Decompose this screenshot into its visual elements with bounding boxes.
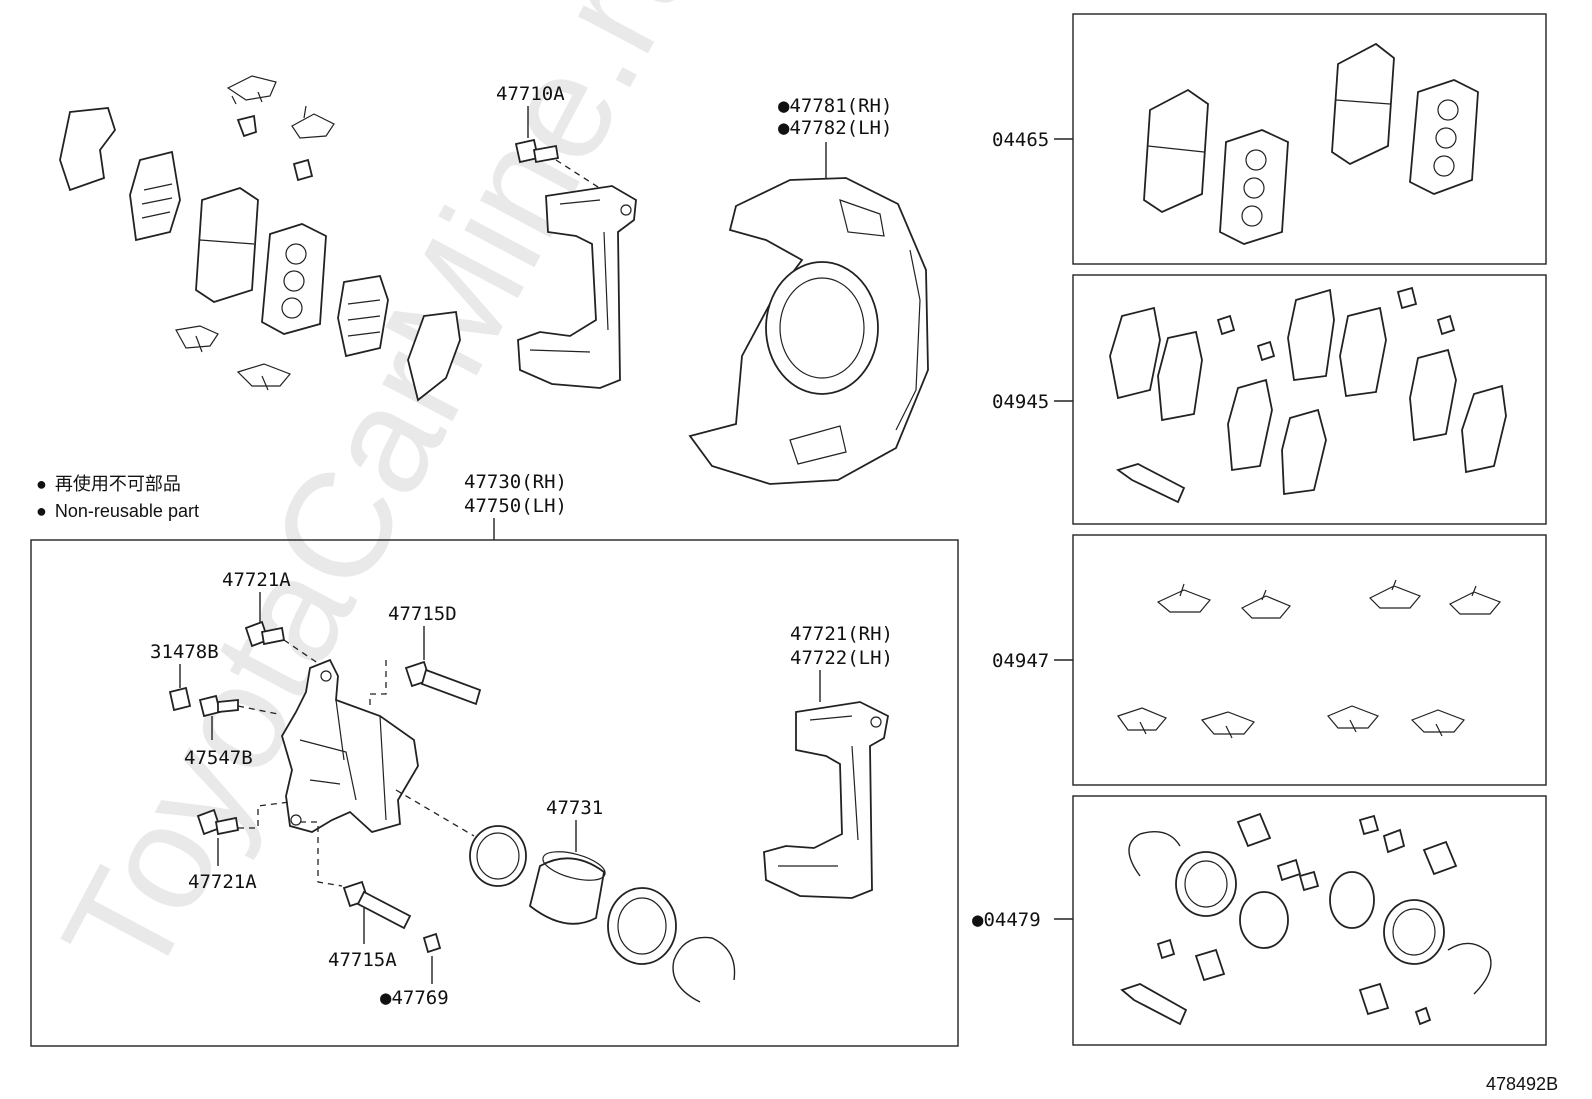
label-04947: 04947 xyxy=(992,650,1049,672)
label-47782: ●47782(LH) xyxy=(778,117,892,139)
bracket-bolt-47710A: 47710A xyxy=(496,83,613,197)
label-47715A: 47715A xyxy=(328,949,397,971)
label-31478B: 31478B xyxy=(150,641,219,663)
label-04945: 04945 xyxy=(992,391,1049,413)
kit-04947: 04947 xyxy=(992,534,1547,786)
label-47721RH: 47721(RH) xyxy=(790,623,893,645)
label-04465: 04465 xyxy=(992,129,1049,151)
caliper-assembly: 47730(RH) 47750(LH) 47721A 47715D 31478B… xyxy=(30,471,959,1047)
pad-group-top-left xyxy=(59,75,461,402)
label-47547B: 47547B xyxy=(184,747,253,769)
figure-id: 478492B xyxy=(1486,1074,1558,1094)
legend-en: ● Non-reusable part xyxy=(36,501,199,521)
legend-marker-0: ● xyxy=(36,474,47,494)
label-47710A: 47710A xyxy=(496,83,565,105)
legend-text-en: Non-reusable part xyxy=(55,501,199,521)
label-47730: 47730(RH) xyxy=(464,471,567,493)
label-47722LH: 47722(LH) xyxy=(790,647,893,669)
label-47781: ●47781(RH) xyxy=(778,95,892,117)
legend-marker-1: ● xyxy=(36,501,47,521)
label-04479: ●04479 xyxy=(972,909,1041,931)
kit-04479: ●04479 xyxy=(972,795,1547,1046)
label-47721A-lower: 47721A xyxy=(188,871,257,893)
label-47721A-upper: 47721A xyxy=(222,569,291,591)
legend-text-jp: 再使用不可部品 xyxy=(55,474,181,494)
legend: ● 再使用不可部品 ● Non-reusable part xyxy=(36,474,199,521)
caliper-assembly-frame xyxy=(30,539,959,1047)
label-47750: 47750(LH) xyxy=(464,495,567,517)
kit-04945: 04945 xyxy=(992,274,1547,525)
label-47731: 47731 xyxy=(546,797,603,819)
label-47715D: 47715D xyxy=(388,603,457,625)
dust-cover: ●47781(RH) ●47782(LH) xyxy=(688,95,929,485)
label-47769: ●47769 xyxy=(380,987,449,1009)
kit-04465: 04465 xyxy=(992,13,1547,265)
caliper-mount-top xyxy=(517,185,637,389)
legend-jp: ● 再使用不可部品 xyxy=(36,474,181,494)
